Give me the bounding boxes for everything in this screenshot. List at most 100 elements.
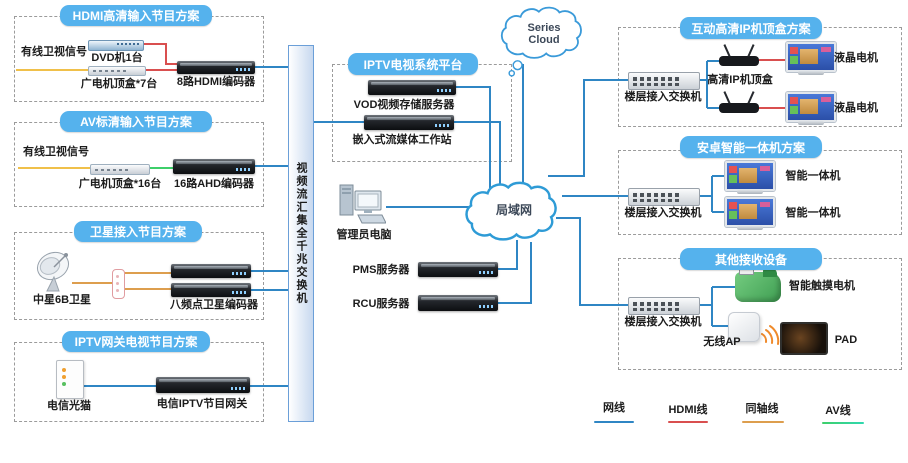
iptv-gateway-label: 电信IPTV节目网关: [156, 398, 248, 410]
hdmi-signal-label: 有线卫视信号: [21, 46, 87, 58]
workstation-label: 嵌入式流媒体工作站: [352, 134, 452, 146]
floor-switch2-device: [628, 188, 700, 206]
switch-ports: [632, 76, 696, 86]
av-stb-label: 广电机顶盒*16台: [78, 178, 162, 190]
workstation-device: [364, 115, 454, 130]
wireless-ap-device: [728, 312, 760, 342]
ip-stb1-device: [719, 56, 759, 66]
signal-lines: [16, 69, 90, 169]
group-stbplan-title: 互动高清IP机顶盒方案: [680, 17, 822, 39]
pad-device: [780, 322, 828, 355]
net-lines: [82, 60, 735, 387]
pad-label: PAD: [834, 334, 858, 346]
iptv-gateway-device: [156, 377, 250, 393]
tv-tile: [821, 97, 831, 102]
floor-switch2-label: 楼层接入交换机: [624, 207, 702, 219]
tv-tile: [729, 202, 737, 209]
lcd-tv1-label: 液晶电机: [834, 52, 878, 64]
core-switch-bar: 视频流汇集全千兆交换机: [288, 45, 314, 422]
wireless-ap-label: 无线AP: [703, 336, 741, 348]
satellite-dish-label: 中星6B卫星: [32, 294, 92, 306]
ip-stb2-device: [719, 103, 759, 113]
dvd-player-device: [88, 40, 144, 51]
vod-server-label: VOD视频存储服务器: [353, 99, 455, 111]
floor-switch1-label: 楼层接入交换机: [624, 91, 702, 103]
hdmi-encoder-label: 8路HDMI编码器: [176, 76, 256, 88]
legend-hdmi-label: HDMI线: [668, 404, 708, 416]
sat-encoder-label: 八频点卫星编码器: [170, 299, 258, 311]
hdmi-stb-label: 广电机顶盒*7台: [80, 78, 158, 90]
switch-ports: [632, 192, 696, 202]
lcd-tv2-label: 液晶电机: [834, 102, 878, 114]
wan-cloud-label: Series Cloud: [527, 22, 561, 46]
av-signal-label: 有线卫视信号: [23, 146, 89, 158]
pms-server-device: [418, 262, 498, 277]
wan-cloud: [500, 6, 582, 77]
lan-cloud: [465, 181, 557, 241]
smart-aio2-label: 智能一体机: [785, 207, 841, 219]
tv-tile: [739, 204, 757, 219]
sat-encoder1-device: [171, 264, 251, 278]
legend-coax-line: [742, 421, 784, 423]
smart-touch-label: 智能触摸电机: [789, 280, 855, 292]
group-android-title: 安卓智能一体机方案: [680, 136, 822, 158]
av-encoder-label: 16路AHD编码器: [173, 178, 255, 190]
tv-tile: [790, 106, 798, 114]
floor-switch3-label: 楼层接入交换机: [624, 316, 702, 328]
switch-ports: [632, 301, 696, 311]
tv-tile: [739, 168, 757, 183]
admin-computer-icon: [339, 184, 386, 224]
dvd-player-label: DVD机1台: [91, 52, 143, 64]
rcu-server-device: [418, 295, 498, 311]
wifi-waves-icon: [761, 325, 780, 345]
av-encoder-device: [173, 159, 255, 174]
tv-tile: [821, 47, 831, 52]
tv-tile: [790, 56, 798, 64]
legend-av-line: [822, 422, 864, 424]
satellite-splitter-device: [112, 269, 125, 299]
smart-touch-device: [735, 263, 781, 302]
group-other-title: 其他接收设备: [680, 248, 822, 270]
pms-server-label: PMS服务器: [352, 264, 410, 276]
tv-tile: [800, 49, 818, 64]
group-hdmi-title: HDMI高清输入节目方案: [60, 5, 212, 26]
hdmi-encoder-device: [177, 61, 255, 74]
admin-computer-label: 管理员电脑: [336, 229, 392, 241]
tv-tile: [760, 202, 770, 207]
vod-server-device: [368, 80, 456, 95]
tv-tile: [729, 175, 737, 183]
coax-lines: [72, 272, 171, 290]
legend-coax-label: 同轴线: [745, 403, 779, 415]
satellite-dish-icon: [36, 251, 70, 292]
group-sat-title: 卫星接入节目方案: [74, 221, 202, 242]
group-av-title: AV标清输入节目方案: [60, 111, 212, 132]
floor-switch1-device: [628, 72, 700, 90]
legend-av-label: AV线: [825, 405, 851, 417]
legend-hdmi-line: [668, 421, 708, 423]
touch-arm: [763, 268, 777, 277]
optical-modem-label: 电信光猫: [47, 400, 91, 412]
ip-stb-label: 高清IP机顶盒: [707, 74, 773, 86]
hdmi-lines: [142, 43, 786, 109]
av-stb-device: [90, 164, 150, 175]
group-platform-title: IPTV电视系统平台: [348, 53, 478, 75]
optical-modem-device: [56, 360, 84, 399]
floor-switch3-device: [628, 297, 700, 315]
tv-tile: [790, 47, 798, 54]
legend-net-line: [594, 421, 634, 423]
tv-tile: [760, 166, 770, 171]
rcu-server-label: RCU服务器: [352, 298, 410, 310]
tv-tile: [729, 166, 737, 173]
tv-tile: [800, 99, 818, 114]
lcd-tv1-device: [786, 42, 836, 75]
hdmi-stb-device: [88, 66, 146, 76]
group-gateway-title: IPTV网关电视节目方案: [62, 331, 210, 352]
legend-net-label: 网线: [603, 402, 625, 414]
smart-aio1-device: [725, 161, 775, 194]
smart-aio2-device: [725, 197, 775, 230]
core-switch-label: 视频流汇集全千兆交换机: [295, 162, 307, 305]
lcd-tv2-device: [786, 92, 836, 125]
tv-tile: [790, 97, 798, 104]
